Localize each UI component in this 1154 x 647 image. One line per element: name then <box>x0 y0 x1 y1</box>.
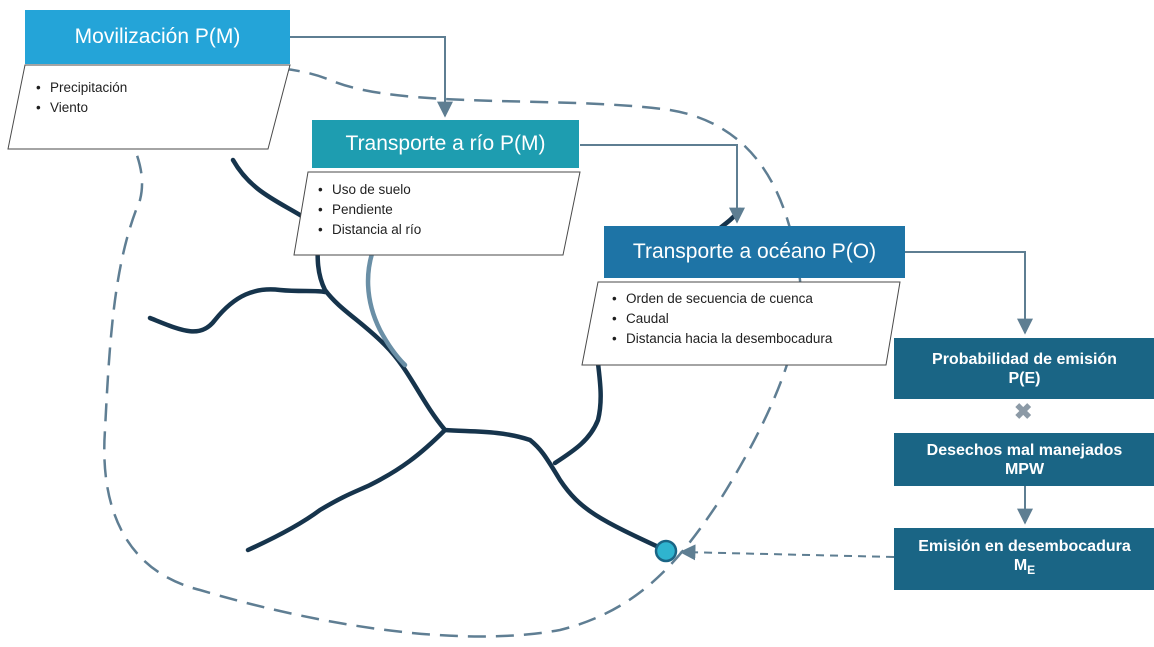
connector-rio-to-oceano <box>580 144 745 224</box>
factors-list-transporte-rio: Uso de suelo Pendiente Distancia al río <box>318 180 421 240</box>
connector-movilizacion-to-rio <box>290 36 453 118</box>
river-network <box>147 157 743 553</box>
factor-item: Orden de secuencia de cuenca <box>612 289 832 309</box>
box-emision-symbol: ME <box>1014 556 1035 580</box>
factors-list-transporte-oceano: Orden de secuencia de cuenca Caudal Dist… <box>612 289 832 349</box>
box-desechos-line1: Desechos mal manejados <box>926 441 1123 459</box>
box-transporte-oceano-label: Transporte a océano P(O) <box>632 240 877 263</box>
basin-boundary <box>103 65 802 638</box>
emision-symbol-subscript: E <box>1027 563 1036 578</box>
box-transporte-oceano: Transporte a océano P(O) <box>604 226 905 278</box>
box-transporte-rio-label: Transporte a río P(M) <box>345 132 546 155</box>
box-probabilidad-line1: Probabilidad de emisión <box>932 350 1117 368</box>
multiply-operator-icon: ✖ <box>1014 399 1033 424</box>
factor-item: Viento <box>36 98 127 118</box>
factor-item: Precipitación <box>36 78 127 98</box>
box-emision-line1: Emisión en desembocadura <box>918 538 1131 556</box>
box-emision-desembocadura: Emisión en desembocadura ME <box>894 528 1154 590</box>
factor-item: Distancia hacia la desembocadura <box>612 329 832 349</box>
box-probabilidad-line2: P(E) <box>1008 369 1041 387</box>
box-desechos-line2: MPW <box>1004 460 1045 478</box>
box-movilizacion: Movilización P(M) <box>25 10 290 64</box>
factor-item: Uso de suelo <box>318 180 421 200</box>
emision-symbol-letter: M <box>1013 557 1028 575</box>
factor-item: Pendiente <box>318 200 421 220</box>
box-transporte-rio: Transporte a río P(M) <box>312 120 579 168</box>
factors-list-movilizacion: Precipitación Viento <box>36 78 127 118</box>
river-tributary-east <box>552 352 603 466</box>
connector-emision-to-outlet <box>679 544 895 561</box>
box-desechos-mal-manejados: Desechos mal manejados MPW <box>894 433 1154 486</box>
river-tributary-west <box>147 287 328 334</box>
connector-oceano-to-probabilidad <box>905 251 1033 335</box>
river-tributary-southwest <box>245 427 448 553</box>
factor-item: Caudal <box>612 309 832 329</box>
outlet-point <box>654 539 678 563</box>
box-probabilidad-emision: Probabilidad de emisión P(E) <box>894 338 1154 399</box>
box-movilizacion-label: Movilización P(M) <box>74 25 241 48</box>
factor-item: Distancia al río <box>318 220 421 240</box>
river-light-branch <box>365 242 408 368</box>
connectors <box>290 36 1033 561</box>
